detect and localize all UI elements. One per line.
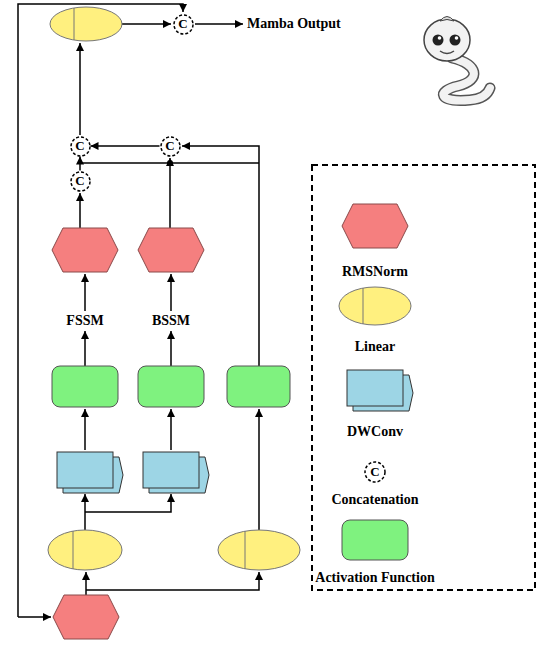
snake-eye-shine — [455, 36, 459, 40]
activation-box — [52, 366, 118, 407]
legend-label: Concatenation — [331, 492, 418, 508]
legend-swatch — [342, 520, 408, 560]
connector-arrow — [79, 157, 81, 171]
wire — [84, 331, 86, 366]
concatenation-circle — [161, 137, 180, 156]
concatenation-node: C — [70, 136, 91, 157]
wire — [84, 274, 86, 311]
concatenation-symbol: C — [173, 14, 194, 35]
snake-body-fill — [443, 58, 490, 100]
wire — [85, 572, 87, 595]
ssm-label: FSSM — [66, 313, 103, 329]
activation-box — [227, 366, 290, 407]
linear-group — [48, 7, 300, 570]
ellipse-mark — [363, 288, 364, 324]
wire — [86, 572, 259, 590]
concatenation-node: C — [160, 136, 181, 157]
concatenation-symbol: C — [70, 171, 91, 192]
legend-sample — [339, 287, 411, 325]
input-wire — [18, 616, 51, 618]
wire — [170, 274, 172, 311]
activation-group — [52, 366, 290, 407]
legend-swatch — [347, 370, 403, 406]
concatenation-circle — [71, 172, 90, 191]
snake-body — [443, 58, 490, 100]
legend-swatch — [339, 287, 411, 325]
ellipse-mark — [245, 531, 246, 569]
concatenation-node: C — [364, 461, 386, 483]
legend-frame — [312, 165, 535, 590]
rmsnorm-hexagon — [53, 595, 119, 639]
dwconv-front — [57, 452, 113, 488]
rmsnorm-hexagon — [52, 228, 118, 272]
concatenation-circle — [71, 137, 90, 156]
wire — [169, 158, 171, 228]
wire — [85, 494, 171, 512]
snake-eye — [450, 35, 461, 46]
concatenation-circle — [174, 15, 193, 34]
edge-layer — [80, 146, 160, 171]
legend-swatch — [342, 204, 408, 248]
ellipse-mark — [74, 8, 75, 40]
ssm-label: BSSM — [152, 313, 190, 329]
dwconv-front — [143, 452, 199, 488]
linear-ellipse — [218, 530, 300, 570]
connector-arrow — [91, 145, 160, 147]
legend-sample — [342, 204, 408, 248]
concatenation-symbol: C — [70, 136, 91, 157]
rmsnorm-hexagon — [138, 228, 204, 272]
output-label: Mamba Output — [247, 16, 341, 32]
junction-dot — [167, 160, 173, 166]
concatenation-symbol: C — [364, 461, 386, 483]
linear-ellipse — [48, 530, 122, 570]
concatenation-node: C — [70, 171, 91, 192]
dwconv-group — [57, 452, 209, 493]
snake-tuft — [440, 17, 454, 22]
wire — [84, 409, 86, 450]
skip-wire — [18, 4, 183, 617]
wire — [170, 331, 172, 366]
legend-label: RMSNorm — [342, 264, 408, 280]
legend-label: DWConv — [347, 424, 403, 440]
snake-mascot — [424, 17, 490, 101]
ellipse-mark — [73, 531, 74, 569]
wire — [79, 193, 81, 228]
output-wire — [195, 23, 243, 25]
concatenation-circle — [365, 462, 385, 482]
activation-box — [138, 366, 204, 407]
wire-group — [18, 4, 259, 617]
snake-eye — [433, 35, 444, 46]
linear-ellipse — [50, 7, 122, 41]
legend-sample — [342, 520, 408, 560]
concatenation-symbol: C — [160, 136, 181, 157]
legend-sample — [347, 370, 413, 411]
wire — [170, 409, 172, 450]
wire — [122, 23, 171, 25]
legend-label: Activation Function — [315, 570, 434, 586]
snake-head — [424, 19, 470, 61]
legend-label: Linear — [355, 339, 395, 355]
wire — [79, 43, 81, 135]
snake-eye-shine — [438, 36, 442, 40]
rmsnorm-group — [52, 228, 204, 639]
snake-smile — [440, 51, 454, 54]
concatenation-node: C — [173, 14, 194, 35]
wire — [258, 409, 260, 530]
